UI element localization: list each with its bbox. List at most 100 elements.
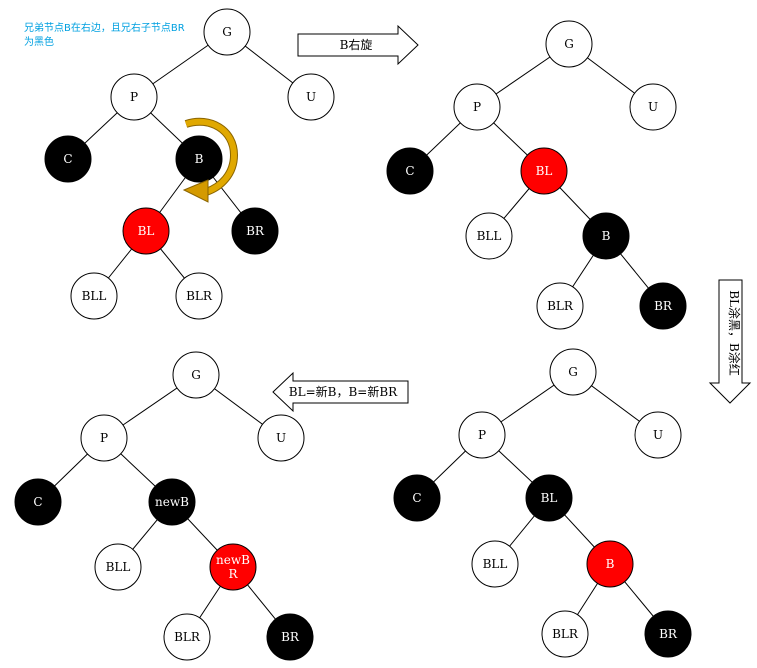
tree-2-node-bll: BLL (465, 212, 513, 260)
tree-4-node-label-p: P (478, 428, 486, 442)
tree-1-node-label-c: C (63, 152, 72, 166)
tree-3-node-circle-blr (163, 613, 211, 661)
tree-4-node-circle-b (586, 540, 634, 588)
tree-4-node-b: B (586, 540, 634, 588)
tree-1-node-g: G (203, 8, 251, 56)
tree-1-node-label-b: B (195, 152, 204, 166)
tree-4-node-bll: BLL (471, 540, 519, 588)
tree-1-node-blr: BLR (175, 272, 223, 320)
down-arrow-icon (708, 279, 752, 404)
tree-4-node-circle-p (458, 411, 506, 459)
tree-3-node-label-blr: BLR (174, 630, 201, 644)
tree-3-node-circle-p (80, 414, 128, 462)
tree-4-node-blr: BLR (541, 610, 589, 658)
tree-4-node-label-bll: BLL (483, 557, 508, 571)
tree-1-node-circle-b (175, 135, 223, 183)
tree-1-node-circle-bl (122, 207, 170, 255)
tree-2-node-label-bll: BLL (477, 229, 502, 243)
tree-1-node-label-bl: BL (138, 224, 155, 238)
tree-3-node-blr: BLR (163, 613, 211, 661)
tree-2-node-label-bl: BL (536, 164, 553, 178)
tree-4-node-c: C (393, 474, 441, 522)
tree-3-node-p: P (80, 414, 128, 462)
tree-4-node-circle-u (634, 411, 682, 459)
tree-2-node-circle-g (545, 20, 593, 68)
tree-1-node-circle-p (110, 73, 158, 121)
tree-1-node-circle-c (44, 135, 92, 183)
tree-3-node-label-p: P (100, 431, 108, 445)
recolor-arrow: BL涂黑，B涂红 (708, 279, 752, 404)
tree-2-node-c: C (386, 147, 434, 195)
tree-2-node-circle-blr (536, 282, 584, 330)
tree-1-node-label-blr: BLR (186, 289, 213, 303)
rotate-arrow: B右旋 (297, 24, 419, 66)
tree-1-node-label-g: G (222, 25, 232, 39)
tree-1-node-br: BR (231, 207, 279, 255)
tree-2-node-g: G (545, 20, 593, 68)
tree-4-node-label-b: B (606, 557, 615, 571)
tree-4-node-bl: BL (525, 474, 573, 522)
tree-1-node-bll: BLL (70, 272, 118, 320)
tree-3-node-circle-g (172, 351, 220, 399)
tree-1-node-c: C (44, 135, 92, 183)
tree-4-node-g: G (549, 348, 597, 396)
tree-4-node-circle-blr (541, 610, 589, 658)
tree-3-node-c: C (14, 478, 62, 526)
tree-3-node-label-newb: newB (155, 495, 189, 509)
tree-3-node-circle-newb (148, 478, 196, 526)
tree-1-node-circle-br (231, 207, 279, 255)
tree-3-node-label-u: U (276, 431, 286, 445)
tree-1-node-label-bll: BLL (82, 289, 107, 303)
recolor-arrow-label: BL涂黑，B涂红 (727, 290, 742, 376)
tree-4-node-label-bl: BL (541, 491, 558, 505)
tree-4-node-label-g: G (568, 365, 578, 379)
tree-3-node-circle-bll (94, 543, 142, 591)
tree-4-node-circle-bll (471, 540, 519, 588)
tree-1-node-circle-g (203, 8, 251, 56)
tree-1-node-label-p: P (130, 90, 138, 104)
tree-3-node-label-bll: BLL (106, 560, 131, 574)
case-description: 兄弟节点B在右边，且兄右子节点BR 为黑色 (24, 23, 185, 48)
tree-1-node-circle-bll (70, 272, 118, 320)
tree-2-node-circle-bll (465, 212, 513, 260)
rename-arrow: BL=新B，B=新BR (272, 371, 409, 413)
tree-4-node-circle-g (549, 348, 597, 396)
tree-2-node-br: BR (639, 282, 687, 330)
tree-1-node-circle-blr (175, 272, 223, 320)
tree-4-node-circle-br (644, 610, 692, 658)
tree-3-node-circle-c (14, 478, 62, 526)
tree-3-node-circle-br (266, 613, 314, 661)
tree-edges (37, 31, 669, 638)
tree-4-node-br: BR (644, 610, 692, 658)
tree-4-node-circle-bl (525, 474, 573, 522)
tree-1-node-p: P (110, 73, 158, 121)
tree-3-node-bll: BLL (94, 543, 142, 591)
tree-3-node-label-g: G (191, 368, 201, 382)
tree-2-node-circle-b (582, 212, 630, 260)
tree-2-node-label-blr: BLR (547, 299, 574, 313)
tree-2-node-label-b: B (602, 229, 611, 243)
tree-3-node-label-c: C (33, 495, 42, 509)
rename-arrow-label: BL=新B，B=新BR (289, 384, 398, 399)
tree-4-node-u: U (634, 411, 682, 459)
tree-2-node-label-c: C (405, 164, 414, 178)
tree-2-node-blr: BLR (536, 282, 584, 330)
tree-4-node-label-br: BR (659, 627, 678, 641)
tree-4-node-circle-c (393, 474, 441, 522)
tree-1-node-label-u: U (306, 90, 316, 104)
tree-4-node-p: P (458, 411, 506, 459)
tree-3-node-newb: newB (148, 478, 196, 526)
tree-3-node-g: G (172, 351, 220, 399)
tree-2-node-u: U (629, 83, 677, 131)
tree-3-node-circle-newbr (209, 543, 257, 591)
tree-1-node-label-br: BR (246, 224, 265, 238)
rotate-arrow-label: B右旋 (340, 37, 373, 52)
tree-1-node-b: B (175, 135, 223, 183)
tree-2-node-circle-br (639, 282, 687, 330)
tree-3-node-circle-u (257, 414, 305, 462)
tree-1-node-circle-u (287, 73, 335, 121)
tree-2-node-label-g: G (564, 37, 574, 51)
